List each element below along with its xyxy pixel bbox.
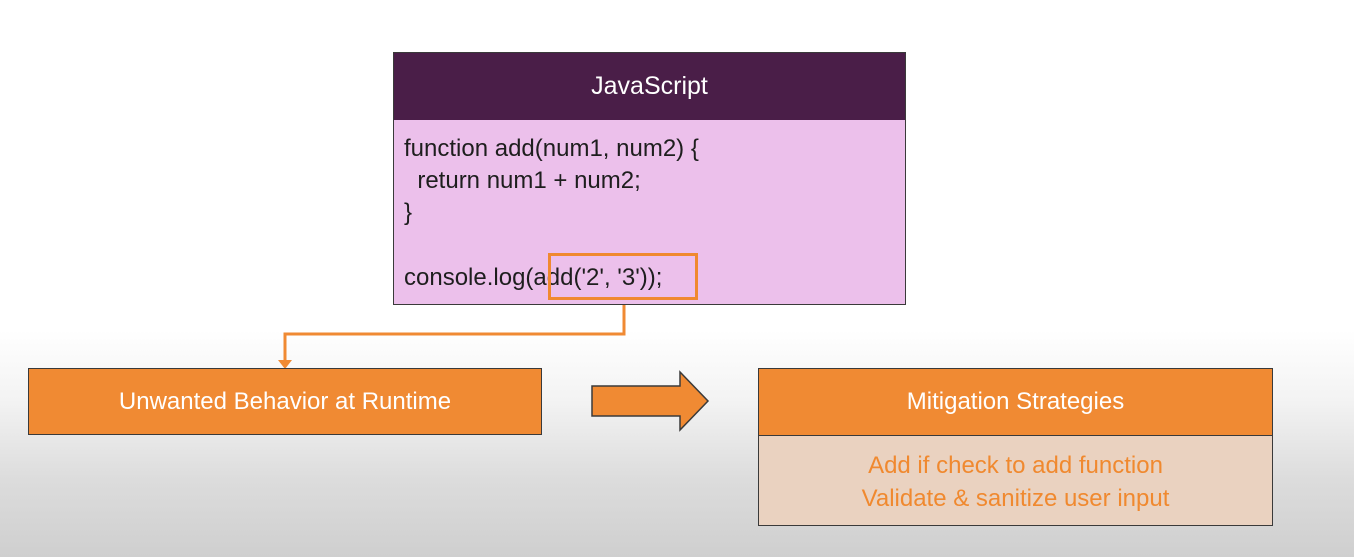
code-panel-title: JavaScript [394,53,905,120]
mitigation-item: Validate & sanitize user input [861,485,1170,512]
code-line-2: return num1 + num2; [404,167,641,194]
javascript-code-panel: JavaScript function add(num1, num2) { re… [393,52,906,305]
unwanted-behavior-label: Unwanted Behavior at Runtime [118,387,452,415]
code-line-3: } [404,199,413,226]
mitigation-strategies-box: Mitigation Strategies Add if check to ad… [758,368,1273,526]
mitigation-list: Add if check to add function Validate & … [759,436,1272,515]
mitigation-title: Mitigation Strategies [759,369,1272,436]
code-line-5: console.log(add('2', '3')); [404,264,663,291]
call-highlight-box [548,253,698,300]
code-line-1: function add(num1, num2) { [404,135,699,162]
mitigation-item: Add if check to add function [868,452,1163,479]
right-arrow-icon [591,370,710,432]
unwanted-behavior-box: Unwanted Behavior at Runtime [28,368,542,435]
code-panel-body: function add(num1, num2) { return num1 +… [394,120,905,305]
